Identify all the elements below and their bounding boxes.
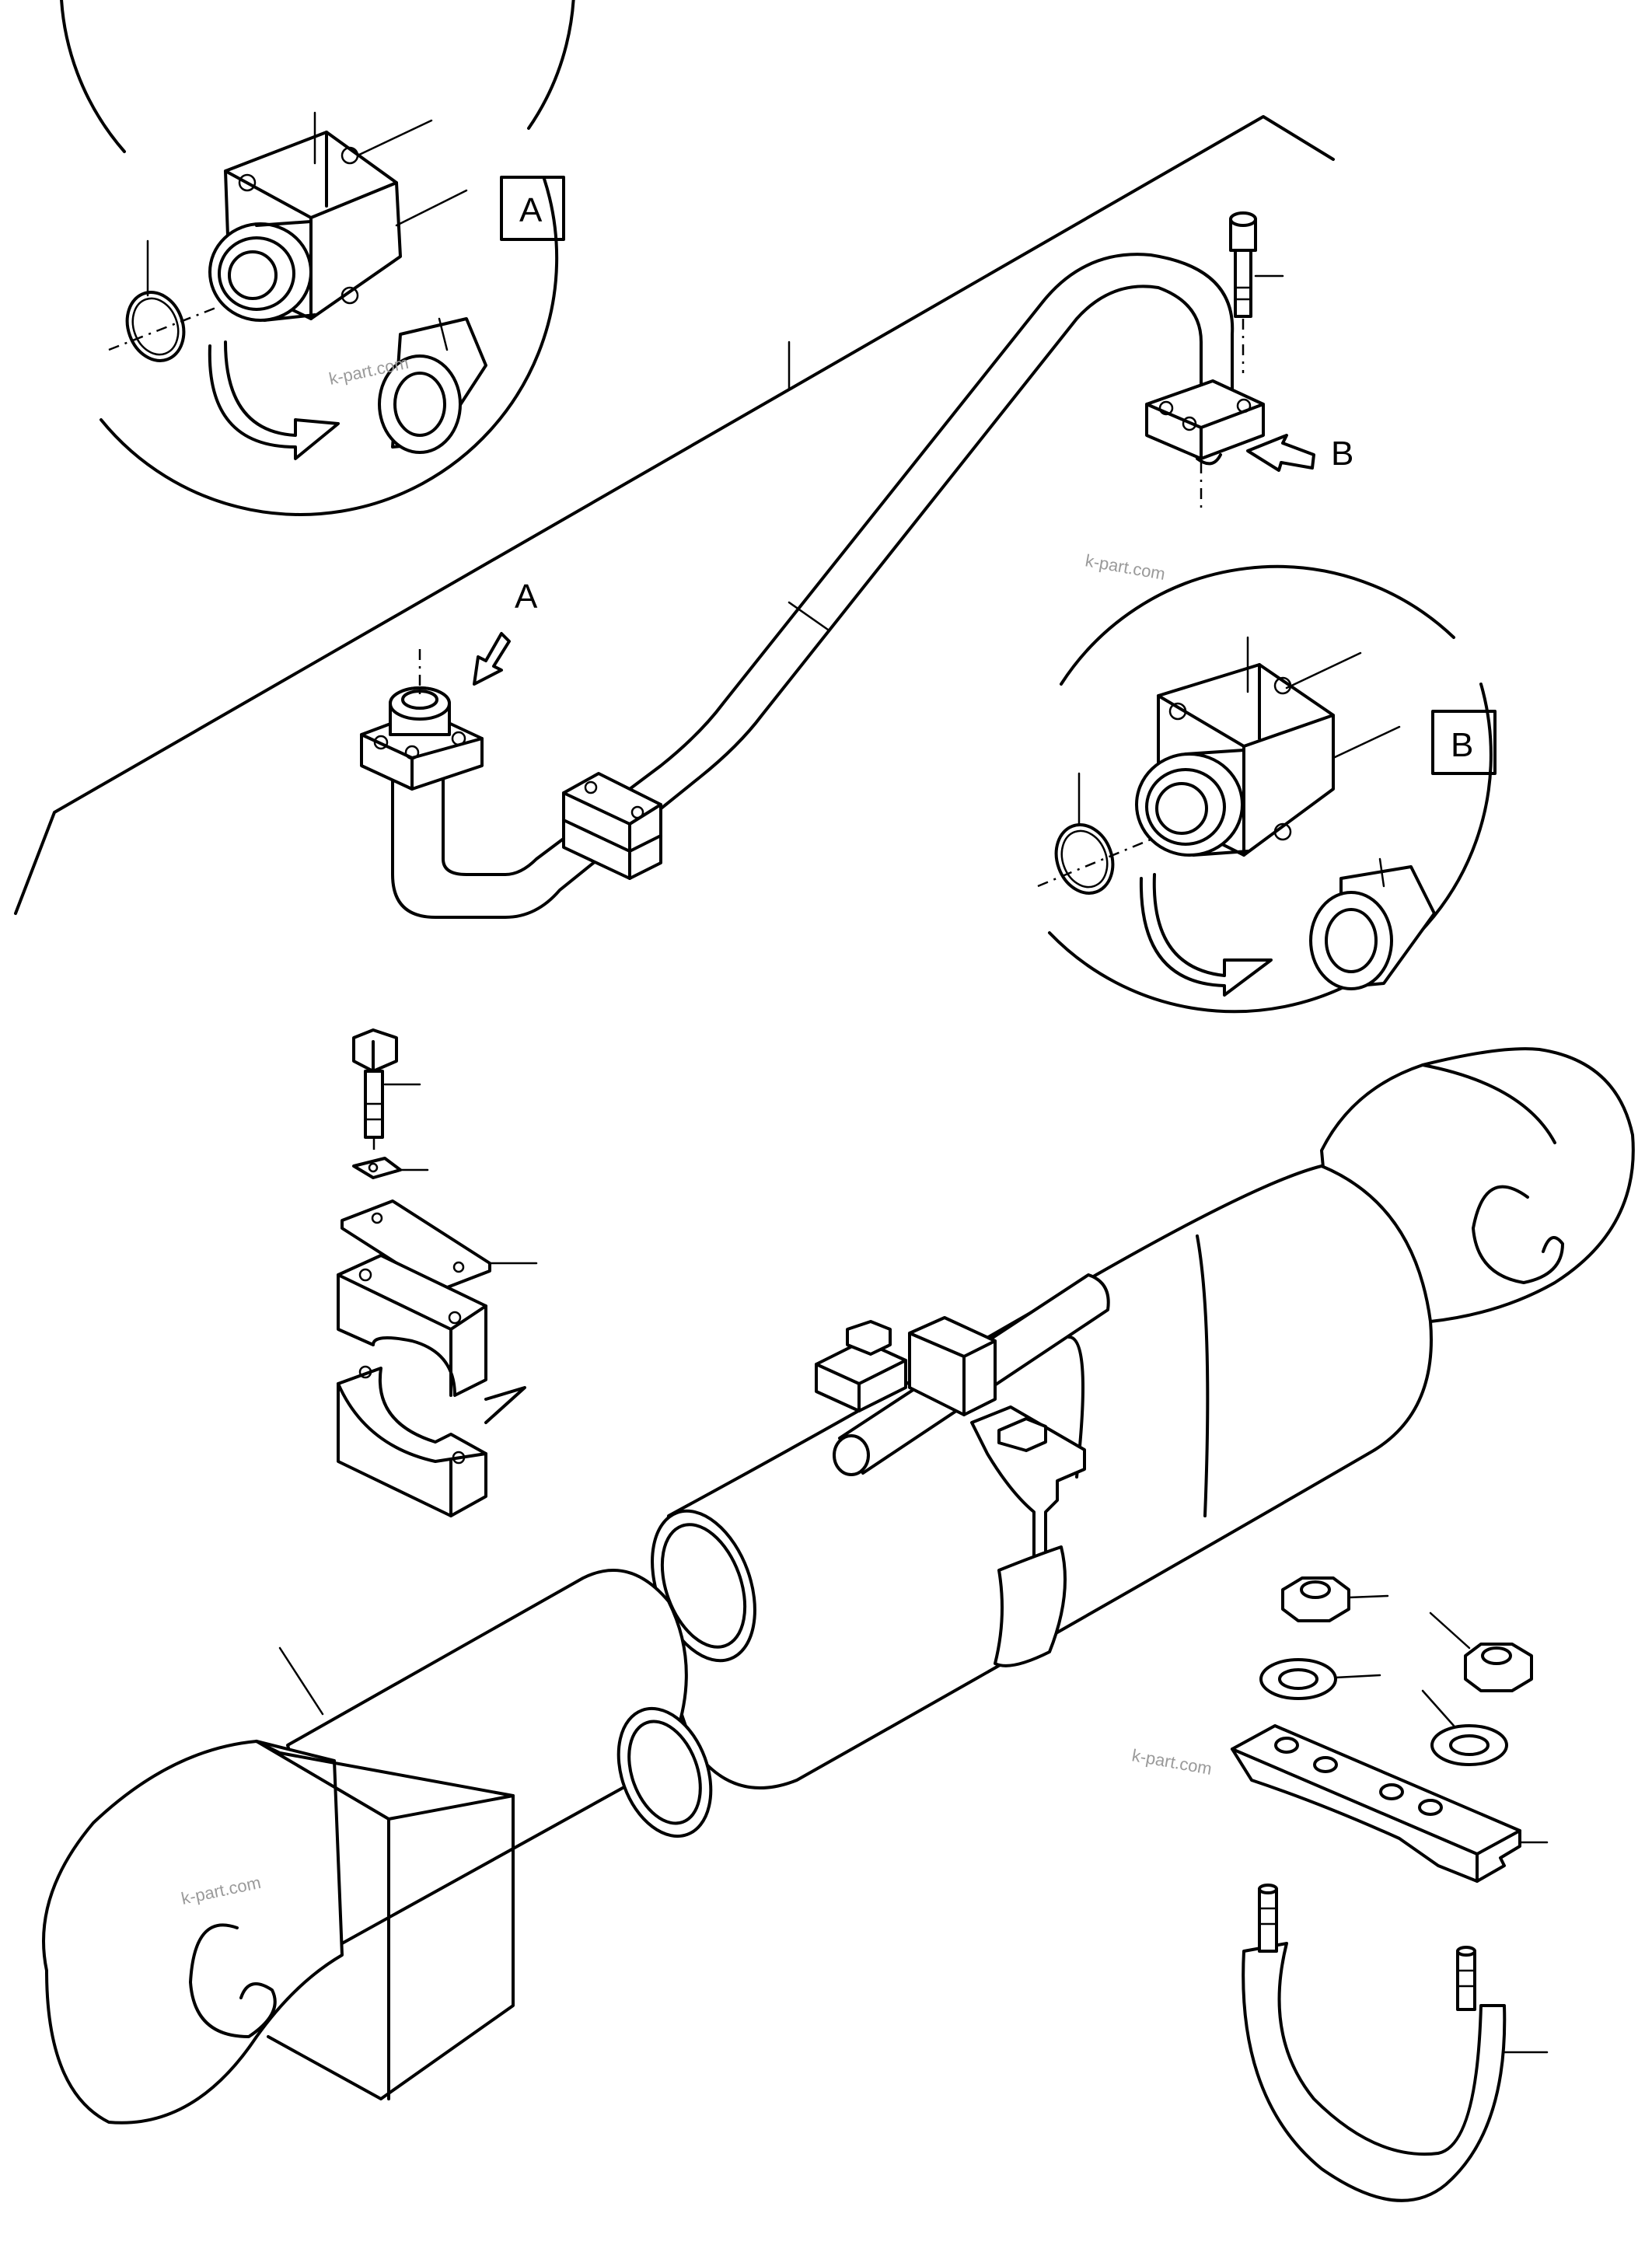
inset-b-label: B [1451,726,1473,764]
clamp-kit [337,1028,538,1517]
hydraulic-cylinder [42,1047,1635,2125]
hydraulic-pipe [360,211,1315,919]
boom-outline [14,115,1335,915]
detail-inset-a [60,0,575,516]
inset-a-label: A [519,191,543,229]
detail-inset-b [1037,564,1497,1014]
pipe-a-label: A [515,578,538,616]
pipe-b-label: B [1331,435,1353,473]
watermark-2: k-part.com [1084,550,1167,584]
fastener-kit [1231,1576,1549,2202]
watermark-3: k-part.com [1130,1745,1214,1779]
